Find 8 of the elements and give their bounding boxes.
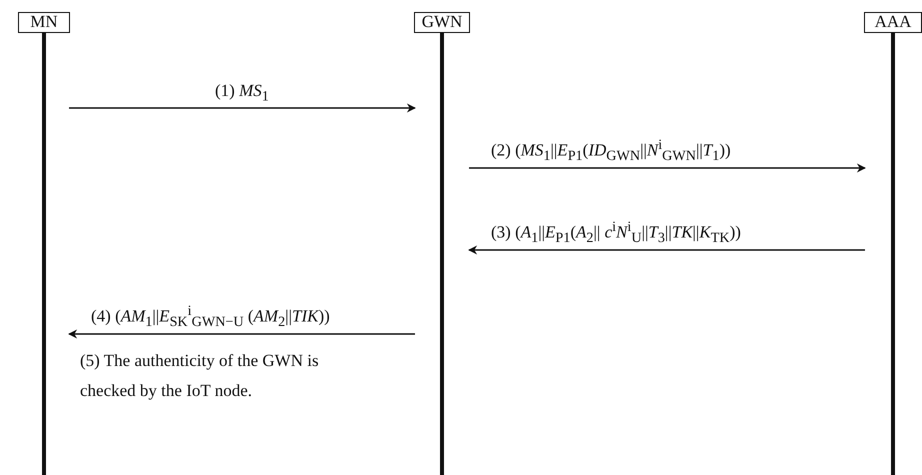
- message-arrow: [68, 330, 415, 338]
- note-text: (5) The authenticity of the GWN is checked by the IoT node.: [80, 350, 320, 402]
- participant-box: AAA: [864, 12, 922, 33]
- message-arrow: [468, 246, 865, 254]
- message-arrow: [69, 104, 416, 112]
- participant-box: MN: [18, 12, 70, 33]
- message-arrow: [469, 164, 866, 172]
- participant-box: GWN: [414, 12, 470, 33]
